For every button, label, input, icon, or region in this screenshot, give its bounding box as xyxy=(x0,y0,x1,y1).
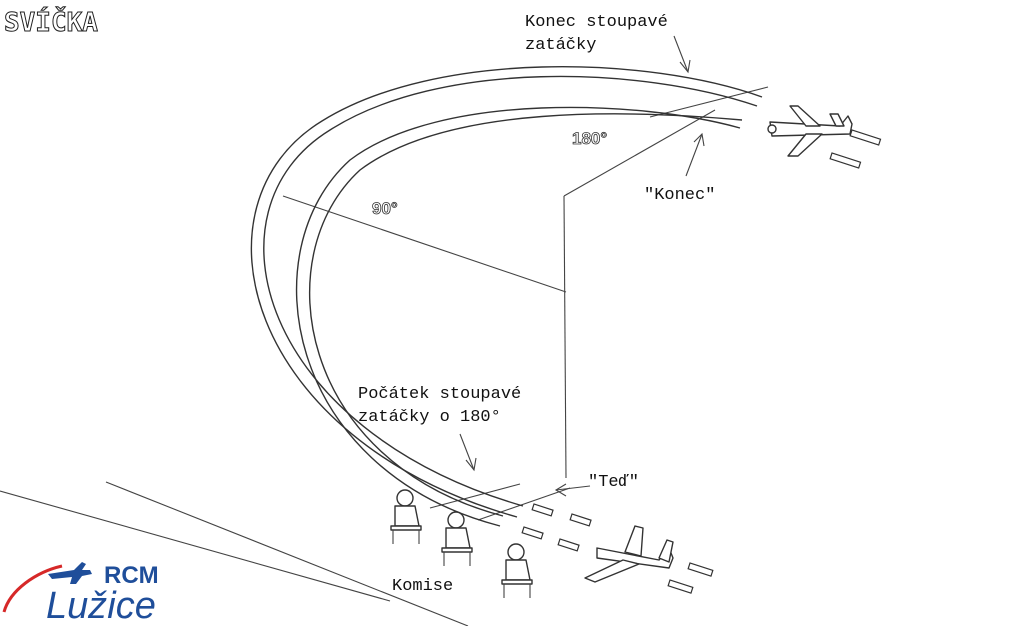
degree-label-180: 180° xyxy=(572,129,607,148)
airplane-icon xyxy=(584,525,674,583)
diagram-title: SVÍČKA xyxy=(4,6,98,38)
label-now-call: "Teď" xyxy=(588,473,639,492)
degree-label-90: 90° xyxy=(372,199,398,218)
logo-brand: RCM xyxy=(104,562,159,589)
label-end-turn-line2: zatáčky xyxy=(525,36,596,55)
judge-figure xyxy=(441,511,473,566)
judge-figure xyxy=(501,543,533,598)
label-end-call: "Konec" xyxy=(644,186,715,205)
construction-lines xyxy=(282,86,769,521)
dashed-path-upper xyxy=(829,129,882,169)
arrow-start-turn xyxy=(459,433,477,472)
logo-city: Lužice xyxy=(46,585,156,626)
flight-path-outer xyxy=(250,66,763,518)
airplane-icon xyxy=(767,105,853,157)
airplane-icon xyxy=(48,562,92,584)
arrow-end-turn xyxy=(673,35,691,74)
flight-path-inner xyxy=(295,106,743,527)
judge-figure xyxy=(390,489,422,544)
club-logo: RCM Lužice xyxy=(2,562,159,626)
arrow-now-call xyxy=(554,483,591,497)
label-end-turn-line1: Konec stoupavé xyxy=(525,13,668,32)
label-start-turn-line2: zatáčky o 180° xyxy=(358,408,501,427)
label-judges: Komise xyxy=(392,577,453,596)
dashed-path-lower xyxy=(521,503,714,594)
label-start-turn-line1: Počátek stoupavé xyxy=(358,385,521,404)
ground-lines xyxy=(0,481,469,626)
arrow-end-call xyxy=(685,132,705,177)
